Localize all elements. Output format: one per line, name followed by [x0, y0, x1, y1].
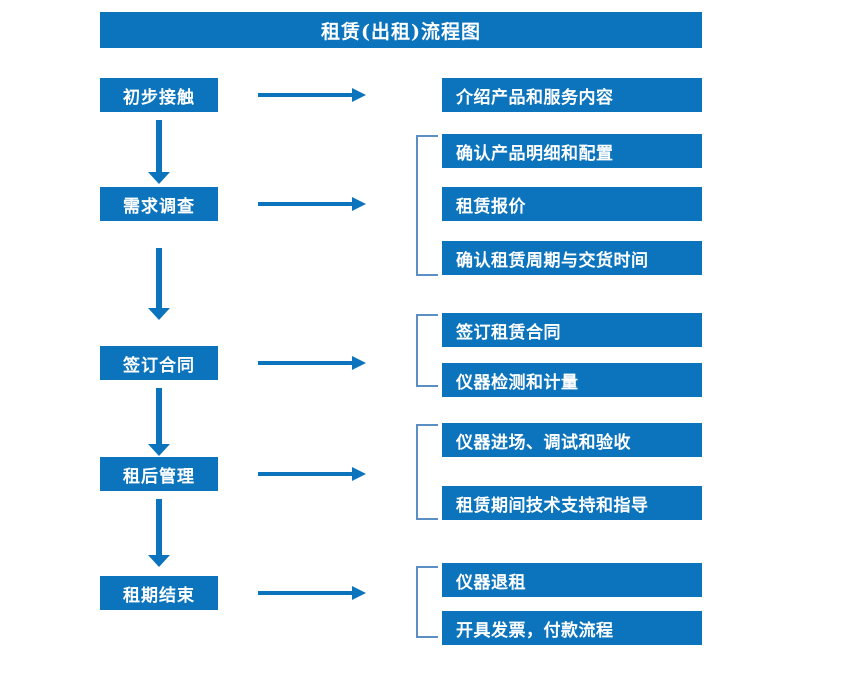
detail-box-4-2[interactable]: 租赁期间技术支持和指导	[442, 486, 702, 520]
stage-box-5[interactable]: 租期结束	[100, 576, 218, 610]
arrow-shaft	[258, 591, 354, 595]
arrow-shaft	[156, 120, 162, 172]
bracket-icon-5	[416, 566, 438, 638]
detail-box-1-1[interactable]: 介绍产品和服务内容	[442, 78, 702, 112]
bracket-icon-2	[416, 135, 438, 276]
arrow-head	[148, 555, 170, 567]
down-arrow-icon-3	[148, 388, 170, 456]
arrow-shaft	[258, 202, 354, 206]
arrow-shaft	[156, 388, 162, 444]
detail-box-2-1[interactable]: 确认产品明细和配置	[442, 134, 702, 168]
stage-box-3[interactable]: 签订合同	[100, 346, 218, 380]
arrow-shaft	[156, 499, 162, 555]
bracket-icon-3	[416, 314, 438, 387]
arrow-shaft	[258, 361, 354, 365]
right-arrow-icon-4	[258, 467, 366, 481]
down-arrow-icon-4	[148, 499, 170, 567]
arrow-shaft	[258, 472, 354, 476]
arrow-head	[352, 88, 366, 102]
arrow-head	[352, 467, 366, 481]
stage-box-4[interactable]: 租后管理	[100, 457, 218, 491]
down-arrow-icon-2	[148, 248, 170, 320]
right-arrow-icon-1	[258, 88, 366, 102]
detail-box-5-1[interactable]: 仪器退租	[442, 563, 702, 597]
detail-box-2-3[interactable]: 确认租赁周期与交货时间	[442, 241, 702, 275]
right-arrow-icon-3	[258, 356, 366, 370]
arrow-head	[148, 172, 170, 184]
stage-box-2[interactable]: 需求调查	[100, 187, 218, 221]
arrow-shaft	[156, 248, 162, 308]
detail-box-2-2[interactable]: 租赁报价	[442, 187, 702, 221]
detail-box-3-2[interactable]: 仪器检测和计量	[442, 363, 702, 397]
detail-box-4-1[interactable]: 仪器进场、调试和验收	[442, 423, 702, 457]
arrow-head	[352, 586, 366, 600]
right-arrow-icon-5	[258, 586, 366, 600]
arrow-shaft	[258, 93, 354, 97]
right-arrow-icon-2	[258, 197, 366, 211]
detail-box-3-1[interactable]: 签订租赁合同	[442, 313, 702, 347]
arrow-head	[352, 197, 366, 211]
arrow-head	[148, 308, 170, 320]
arrow-head	[148, 444, 170, 456]
down-arrow-icon-1	[148, 120, 170, 184]
bracket-icon-4	[416, 424, 438, 520]
diagram-title: 租赁(出租)流程图	[100, 12, 702, 48]
stage-box-1[interactable]: 初步接触	[100, 78, 218, 112]
arrow-head	[352, 356, 366, 370]
detail-box-5-2[interactable]: 开具发票，付款流程	[442, 611, 702, 645]
